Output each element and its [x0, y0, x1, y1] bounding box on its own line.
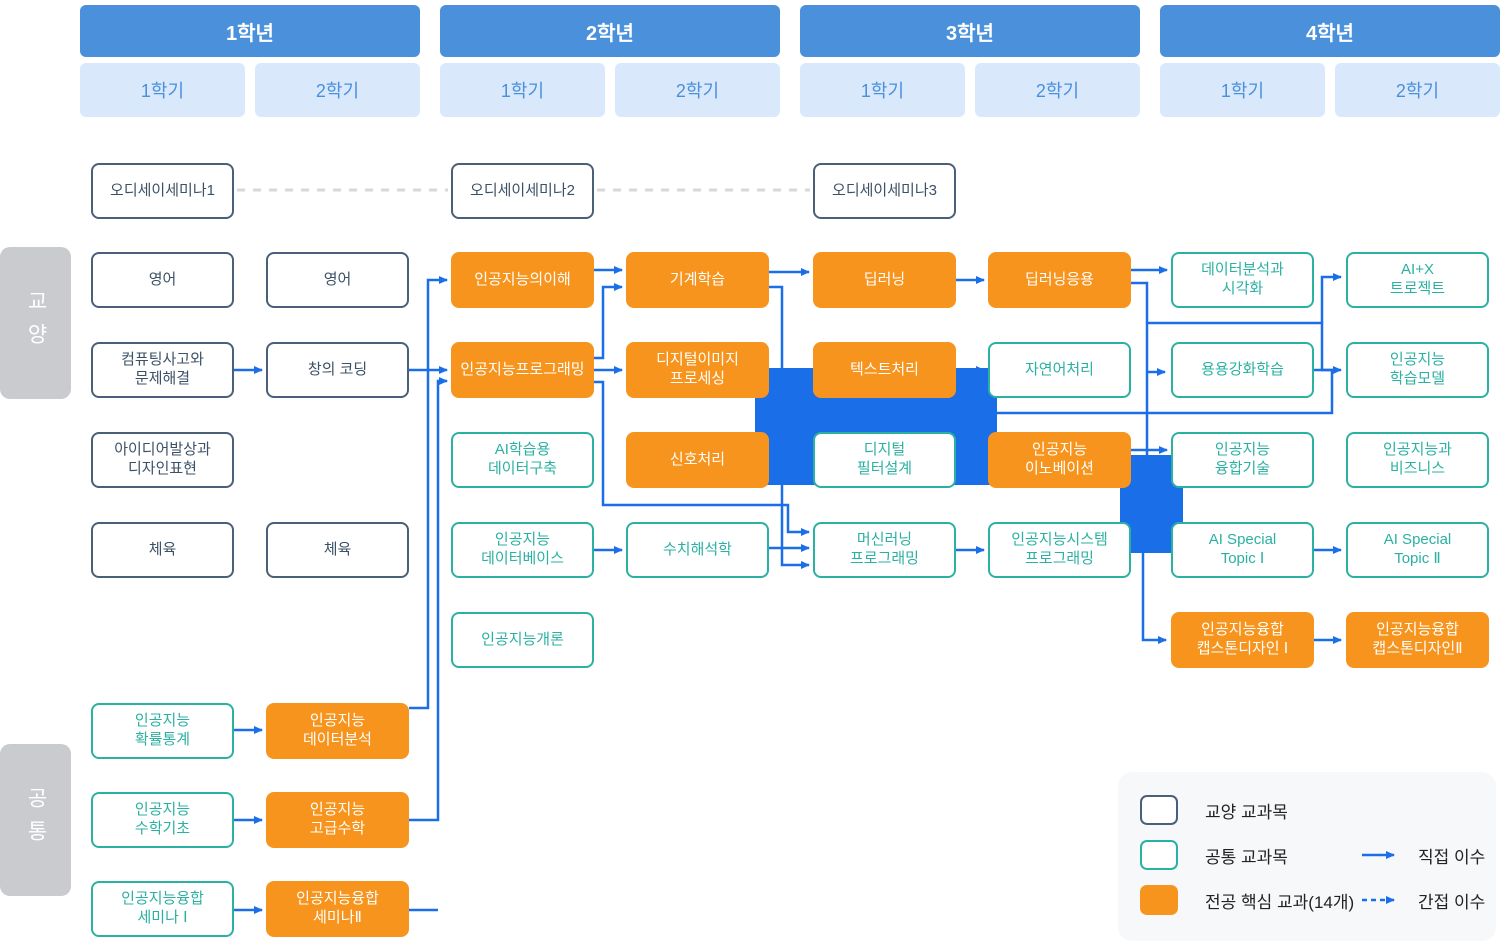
course-odyssey3: 오디세이세미나3	[813, 163, 956, 219]
legend-indirect-label: 간접 이수	[1418, 892, 1486, 912]
direct-edges	[234, 266, 1342, 914]
course-ai-x-project: AI+X 트로젝트	[1346, 252, 1489, 308]
course-machine-learning: 기계학습	[626, 252, 769, 308]
course-capstone-1: 인공지능융합 캡스톤디자인 Ⅰ	[1171, 612, 1314, 668]
course-idea-design: 아이디어발상과 디자인표현	[91, 432, 234, 488]
year-header-3: 3학년	[800, 5, 1140, 57]
course-computing-thinking: 컴퓨팅사고와 문제해결	[91, 342, 234, 398]
course-ai-innovation: 인공지능 이노베이션	[988, 432, 1131, 488]
side-label-common: 공통	[0, 744, 71, 896]
course-pe2: 체육	[266, 522, 409, 578]
course-pe1: 체육	[91, 522, 234, 578]
direct-arrow-icon	[1362, 851, 1395, 859]
legend-direct-label: 직접 이수	[1418, 847, 1486, 867]
course-ai-learning-model: 인공지능 학습모델	[1346, 342, 1489, 398]
legend-common-label: 공통 교과목	[1205, 847, 1288, 867]
legend-core-swatch	[1140, 885, 1178, 915]
course-ai-fusion-tech: 인공지능 융합기술	[1171, 432, 1314, 488]
course-english2: 영어	[266, 252, 409, 308]
course-fusion-seminar-1: 인공지능융합 세미나 Ⅰ	[91, 881, 234, 937]
course-advanced-math: 인공지능 고급수학	[266, 792, 409, 848]
course-digital-filter: 디지털 필터설계	[813, 432, 956, 488]
course-dl-application: 딥러닝응용	[988, 252, 1131, 308]
semester-cell-1-2: 2학기	[255, 63, 420, 117]
semester-cell-3-2: 2학기	[975, 63, 1140, 117]
legend-liberal-label: 교양 교과목	[1205, 802, 1288, 822]
course-deep-learning: 딥러닝	[813, 252, 956, 308]
semester-cell-2-1: 1학기	[440, 63, 605, 117]
course-signal-processing: 신호처리	[626, 432, 769, 488]
course-ml-programming: 머신러닝 프로그래밍	[813, 522, 956, 578]
course-fusion-seminar-2: 인공지능융합 세미나Ⅱ	[266, 881, 409, 937]
course-math-basics: 인공지능 수학기초	[91, 792, 234, 848]
course-capstone-2: 인공지능융합 캡스톤디자인Ⅱ	[1346, 612, 1489, 668]
course-ai-database: 인공지능 데이터베이스	[451, 522, 594, 578]
course-creative-coding: 창의 코딩	[266, 342, 409, 398]
course-probability-statistics: 인공지능 확률통계	[91, 703, 234, 759]
course-digital-image: 디지털이미지 프로세싱	[626, 342, 769, 398]
course-english1: 영어	[91, 252, 234, 308]
course-ai-business: 인공지능과 비즈니스	[1346, 432, 1489, 488]
semester-cell-2-2: 2학기	[615, 63, 780, 117]
semester-cell-4-1: 1학기	[1160, 63, 1325, 117]
course-ai-data-construction: AI학습용 데이터구축	[451, 432, 594, 488]
course-data-visualization: 데이터분석과 시각화	[1171, 252, 1314, 308]
legend-liberal-swatch	[1140, 795, 1178, 825]
year-header-4: 4학년	[1160, 5, 1500, 57]
course-ai-intro: 인공지능개론	[451, 612, 594, 668]
course-odyssey2: 오디세이세미나2	[451, 163, 594, 219]
course-ai-programming: 인공지능프로그래밍	[451, 342, 594, 398]
legend-core-label: 전공 핵심 교과(14개)	[1205, 892, 1355, 912]
course-text-processing: 텍스트처리	[813, 342, 956, 398]
course-reinforcement-learning: 용용강화학습	[1171, 342, 1314, 398]
year-header-2: 2학년	[440, 5, 780, 57]
semester-cell-1-1: 1학기	[80, 63, 245, 117]
semester-cell-4-2: 2학기	[1335, 63, 1500, 117]
year-header-1: 1학년	[80, 5, 420, 57]
course-odyssey1: 오디세이세미나1	[91, 163, 234, 219]
course-numerical-analysis: 수치해석학	[626, 522, 769, 578]
side-label-liberal: 교양	[0, 247, 71, 399]
legend-panel: 교양 교과목 공통 교과목 전공 핵심 교과(14개) 직접 이수 간접 이수	[1118, 772, 1496, 941]
course-ai-special-topic-2: AI Special Topic Ⅱ	[1346, 522, 1489, 578]
course-ai-system-programming: 인공지능시스템 프로그래밍	[988, 522, 1131, 578]
course-ai-data-analysis: 인공지능 데이터분석	[266, 703, 409, 759]
course-nlp: 자연어처리	[988, 342, 1131, 398]
indirect-arrow-icon	[1362, 896, 1395, 904]
legend-common-swatch	[1140, 840, 1178, 870]
semester-cell-3-1: 1학기	[800, 63, 965, 117]
course-ai-special-topic-1: AI Special Topic Ⅰ	[1171, 522, 1314, 578]
course-ai-understanding: 인공지능의이해	[451, 252, 594, 308]
